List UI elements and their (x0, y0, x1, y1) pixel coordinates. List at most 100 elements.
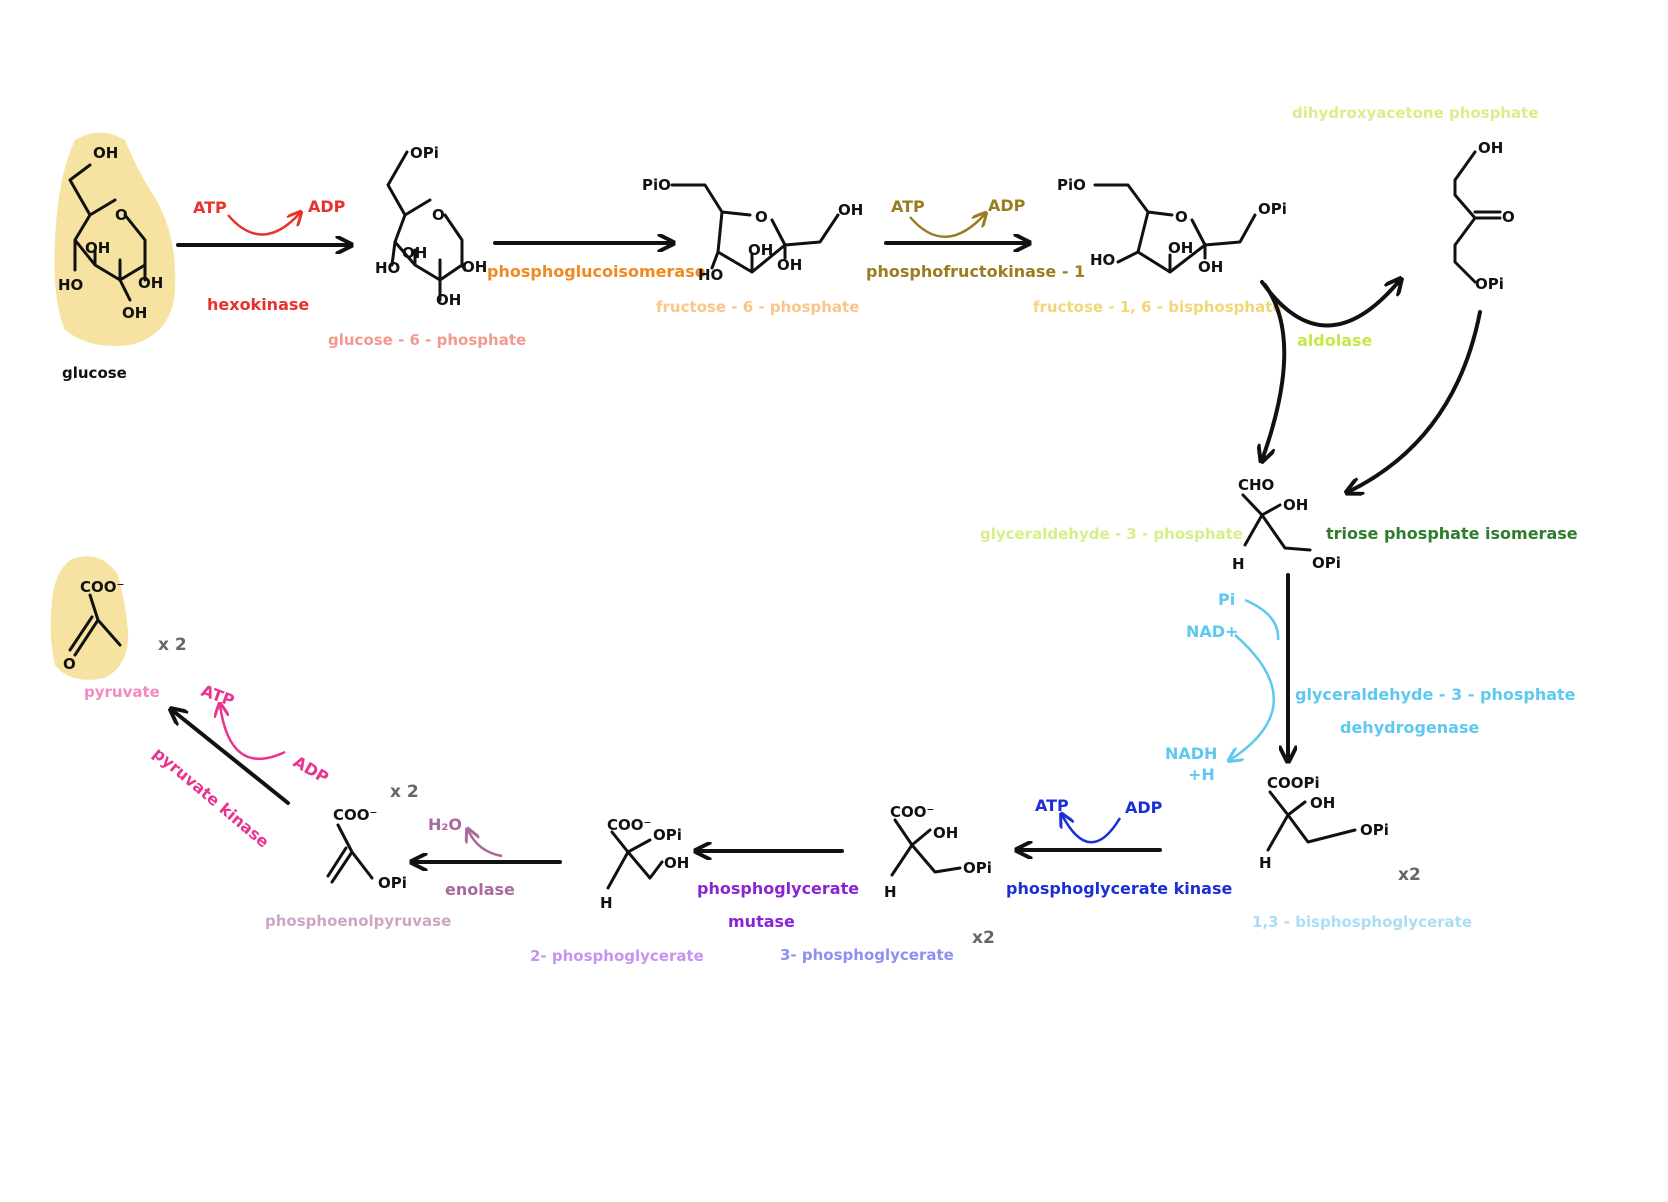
f6p-pio: PiO (642, 176, 671, 194)
enolase-h2o: H₂O (428, 815, 462, 834)
pgk-atp: ATP (1035, 796, 1069, 815)
step-g3pdh: Pi NAD+ NADH +H glyceraldehyde - 3 - pho… (1165, 573, 1576, 784)
f6p-ring-o: O (755, 208, 768, 226)
g6p-ho: HO (375, 259, 400, 277)
bpg-h: H (1259, 854, 1272, 872)
pfk1-atp: ATP (891, 197, 925, 216)
pg2-coo: COO⁻ (607, 816, 651, 834)
g6p-opi: OPi (410, 144, 439, 162)
g6p-bonds (386, 150, 467, 302)
dhap-molecule: dihydroxyacetone phosphate OH O OPi (1292, 104, 1539, 293)
arrow-icon (1262, 283, 1287, 460)
arrow-icon (172, 710, 290, 805)
bpg-bonds (1266, 790, 1357, 852)
g3p-bonds (1241, 493, 1312, 552)
pg3-multiplier: x2 (972, 928, 995, 948)
hexokinase-label: hexokinase (207, 295, 309, 314)
g3pdh-h: +H (1188, 765, 1215, 784)
g6p-ring-o: O (432, 206, 445, 224)
pep-molecule: COO⁻ OPi x 2 phosphoenolpyruvase (265, 782, 451, 930)
bpg-oh: OH (1310, 794, 1335, 812)
pfk1-adp: ADP (988, 196, 1026, 215)
bpg-name: 1,3 - bisphosphoglycerate (1252, 913, 1472, 931)
pg3-name: 3- phosphoglycerate (780, 946, 954, 964)
curved-arrow-icon (1062, 815, 1122, 844)
step-pyruvate-kinase: ATP ADP pyruvate kinase (149, 681, 332, 852)
pep-opi: OPi (378, 874, 407, 892)
glucose-ho: HO (58, 276, 83, 294)
g3p-molecule: CHO OH H OPi glyceraldehyde - 3 - phosph… (980, 476, 1578, 573)
f6p-oh-2: OH (777, 256, 802, 274)
g3pdh-nad: NAD+ (1186, 622, 1238, 641)
f16bp-molecule: PiO O OPi OH OH HO fructose - 1, 6 - bis… (1033, 176, 1287, 316)
dhap-bonds (1453, 150, 1502, 284)
pgm-label-2: mutase (728, 912, 795, 931)
g3pdh-nadh: NADH (1165, 744, 1217, 763)
pyruvate-bonds (68, 593, 122, 657)
g6p-oh-2: OH (462, 258, 487, 276)
g3pdh-label-2: dehydrogenase (1340, 718, 1479, 737)
g3p-oh: OH (1283, 496, 1308, 514)
g3pdh-label-1: glyceraldehyde - 3 - phosphate (1295, 685, 1576, 704)
bpg-coopi: COOPi (1267, 774, 1320, 792)
pg2-opi: OPi (653, 826, 682, 844)
step-pgm: phosphoglycerate mutase (697, 851, 859, 931)
glucose-highlight (54, 132, 176, 346)
arrow-icon (1348, 310, 1482, 492)
pg3-h: H (884, 883, 897, 901)
pg2-h: H (600, 894, 613, 912)
dhap-name: dihydroxyacetone phosphate (1292, 104, 1539, 122)
curved-arrow-icon (1230, 634, 1275, 760)
pgk-adp: ADP (1125, 798, 1163, 817)
pyruvate-molecule: COO⁻ O x 2 pyruvate (50, 556, 187, 701)
dhap-opi: OPi (1475, 275, 1504, 293)
bpg-opi: OPi (1360, 821, 1389, 839)
f16bp-oh-1: OH (1168, 239, 1193, 257)
bpg-molecule: COOPi OH H OPi x2 1,3 - bisphosphoglycer… (1252, 774, 1472, 931)
dhap-o: O (1502, 208, 1515, 226)
pg3-molecule: COO⁻ OH H OPi x2 3- phosphoglycerate (780, 803, 995, 964)
curved-arrow-icon (468, 830, 503, 858)
f16bp-oh-2: OH (1198, 258, 1223, 276)
pg2-bonds (606, 830, 664, 890)
pep-coo: COO⁻ (333, 806, 377, 824)
g3p-opi: OPi (1312, 554, 1341, 572)
phosphoglucoisomerase-label: phosphoglucoisomerase (487, 262, 706, 281)
glucose-oh-1: OH (85, 239, 110, 257)
glucose-name: glucose (62, 364, 127, 382)
hexokinase-atp: ATP (193, 198, 227, 217)
dhap-oh: OH (1478, 139, 1503, 157)
step-aldolase: aldolase (1262, 280, 1482, 492)
curved-arrow-icon (220, 705, 286, 761)
f6p-oh-1: OH (748, 241, 773, 259)
pfk1-label: phosphofructokinase - 1 (866, 262, 1085, 281)
g3p-h: H (1232, 555, 1245, 573)
glucose-bonds (68, 163, 147, 302)
f6p-bonds (670, 183, 840, 274)
pgm-label-1: phosphoglycerate (697, 879, 859, 898)
f16bp-ho: HO (1090, 251, 1115, 269)
curved-arrow-icon (227, 213, 300, 236)
pyruvate-coo: COO⁻ (80, 578, 124, 596)
pg2-molecule: COO⁻ OPi OH H 2- phosphoglycerate (530, 816, 704, 965)
f16bp-pio: PiO (1057, 176, 1086, 194)
f16bp-bonds (1093, 183, 1257, 274)
step-phosphoglucoisomerase: phosphoglucoisomerase (487, 243, 706, 281)
pyruvate-multiplier: x 2 (158, 635, 187, 655)
glucose-oh-2: OH (138, 274, 163, 292)
bpg-multiplier: x2 (1398, 865, 1421, 885)
f6p-ho: HO (698, 266, 723, 284)
step-enolase: H₂O enolase (413, 815, 562, 899)
step-pgk: ADP ATP phosphoglycerate kinase (1006, 796, 1232, 898)
step-pfk1: ATP ADP phosphofructokinase - 1 (866, 196, 1085, 281)
pg2-oh: OH (664, 854, 689, 872)
pep-bonds (326, 823, 374, 884)
g3pdh-pi: Pi (1218, 590, 1235, 609)
g6p-molecule: OPi O OH OH HO OH glucose - 6 - phosphat… (328, 144, 526, 349)
f6p-molecule: PiO O OH OH OH HO fructose - 6 - phospha… (642, 176, 863, 316)
f6p-oh-right: OH (838, 201, 863, 219)
g3p-cho: CHO (1238, 476, 1274, 494)
pep-name: phosphoenolpyruvase (265, 912, 451, 930)
tpi-label: triose phosphate isomerase (1326, 524, 1578, 543)
